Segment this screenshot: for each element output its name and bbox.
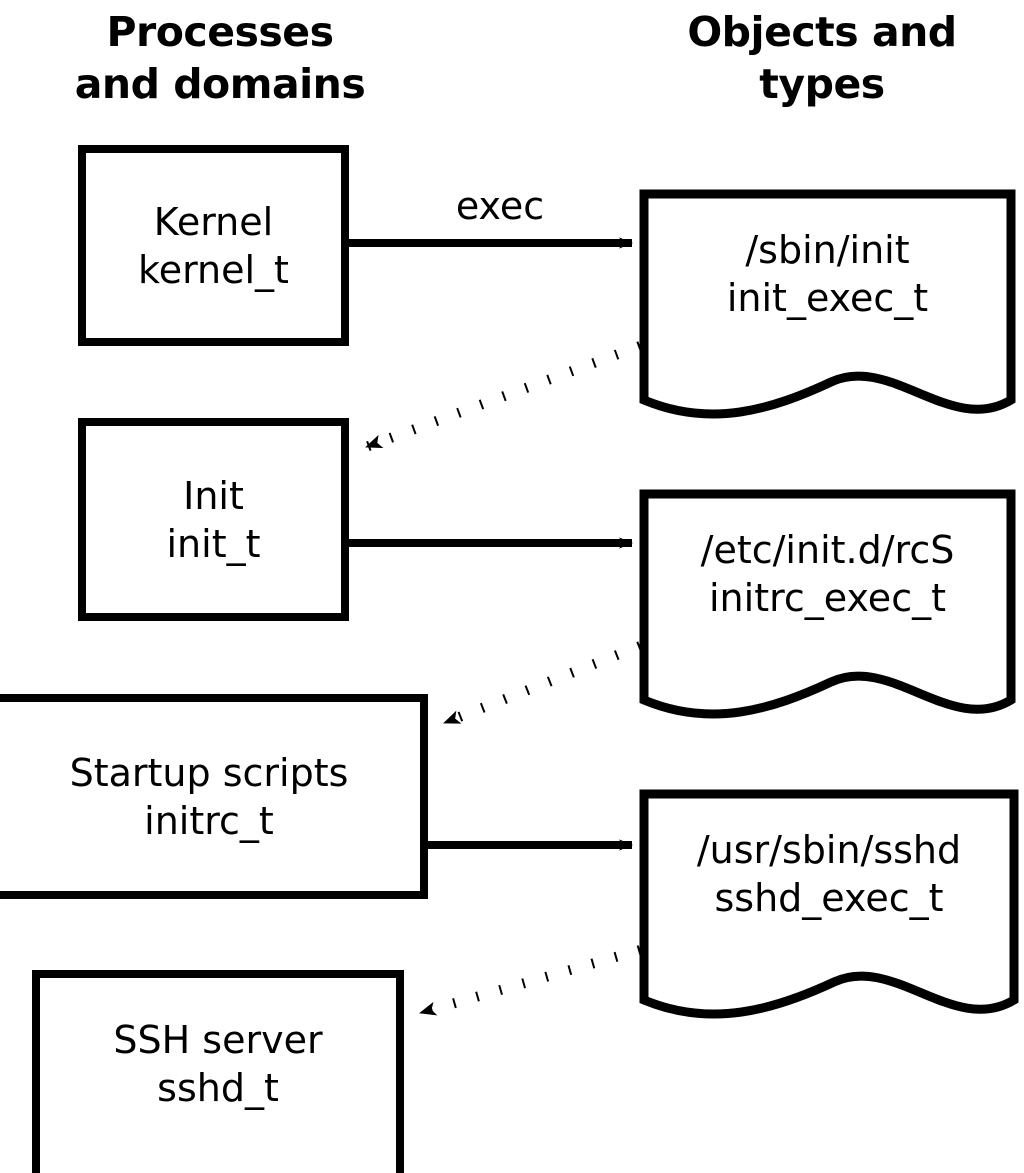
process-box-initrc[interactable] <box>0 694 428 899</box>
edge-label-exec: exec <box>455 184 545 228</box>
object-doc-sshd-exec[interactable] <box>639 789 1019 1019</box>
column-header-processes: Processes and domains <box>74 8 366 108</box>
process-box-init[interactable] <box>78 418 349 621</box>
edge-init-exec-to-init[interactable] <box>364 341 642 452</box>
process-box-sshd[interactable] <box>32 970 404 1173</box>
edge-initrc-exec-to-initrc[interactable] <box>442 641 642 728</box>
process-box-kernel[interactable] <box>78 145 349 346</box>
column-header-objects: Objects and types <box>687 8 957 108</box>
object-doc-init-exec[interactable] <box>639 189 1016 419</box>
edge-sshd-exec-to-sshd[interactable] <box>418 945 642 1018</box>
object-doc-initrc-exec[interactable] <box>639 489 1016 719</box>
